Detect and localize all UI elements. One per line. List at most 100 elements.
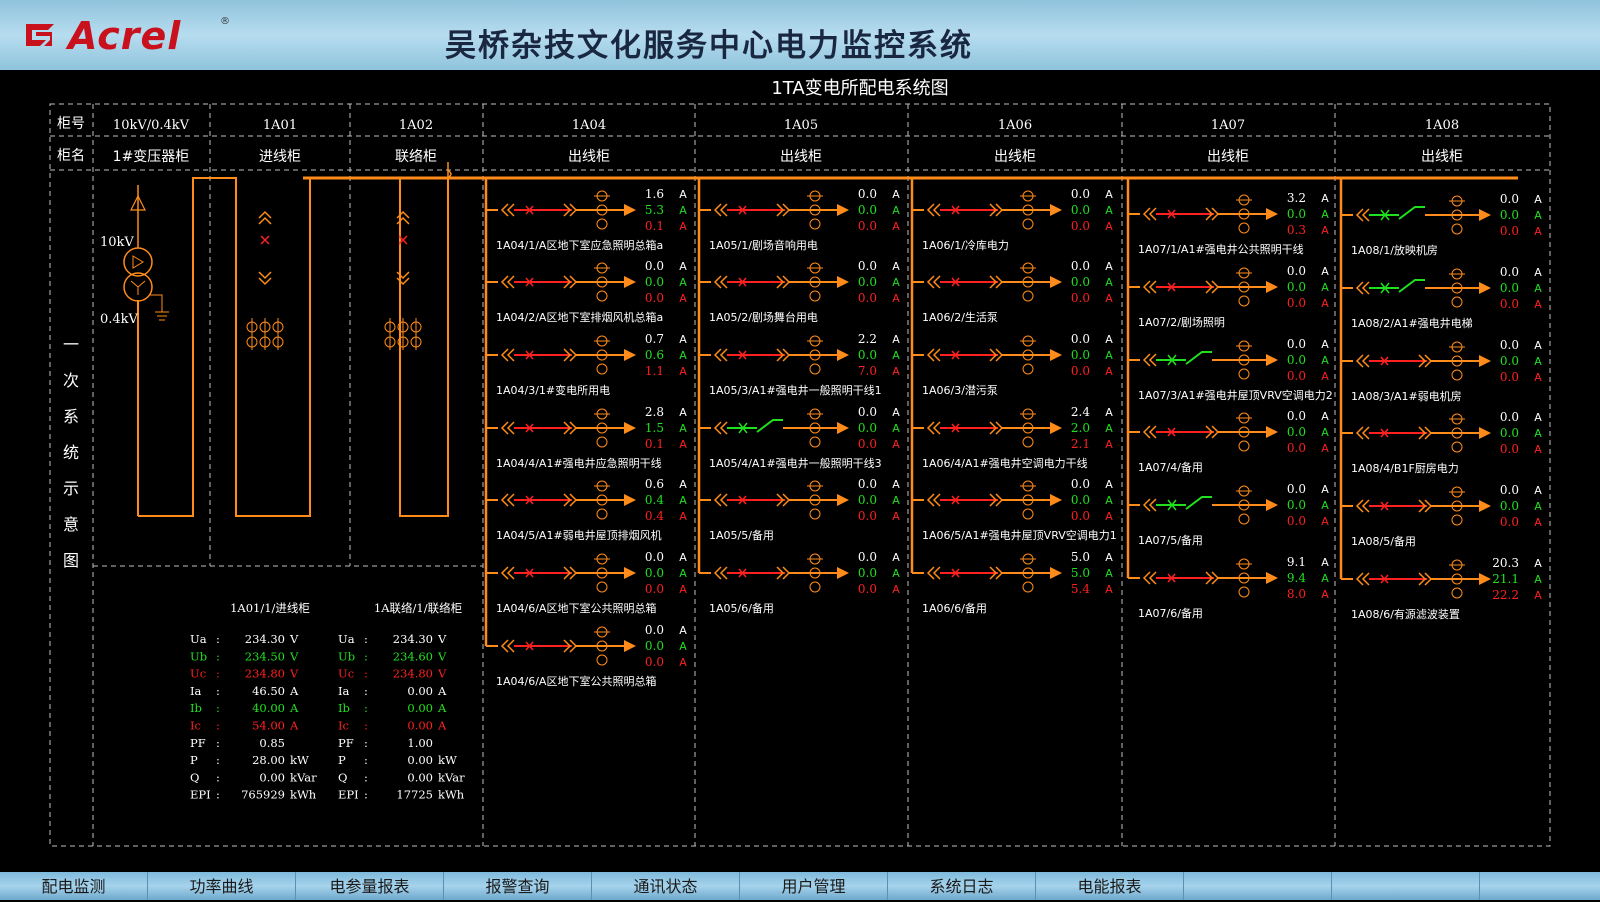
feeder-chevron [1355, 572, 1370, 586]
tab-1[interactable]: 配电监测 [0, 872, 148, 900]
meter-value: 40.00 [252, 701, 285, 715]
acrel-logo-icon [26, 24, 54, 46]
switch-closed-mark [738, 422, 748, 434]
feeder-chevron [713, 421, 728, 435]
feeder-ia: 0.0 [1500, 192, 1519, 206]
ct-icon [1451, 587, 1463, 599]
ct-icon [596, 436, 608, 448]
feeder-ib: 0.0 [1287, 207, 1306, 221]
feeder-ic: 0.0 [1500, 442, 1519, 456]
feeder-unit: A [1534, 193, 1542, 206]
feeder-unit: A [1534, 500, 1542, 513]
feeder-label: 1A07/3/A1#强电井屋顶VRV空调电力2 [1138, 388, 1333, 402]
side-label-char: 系 [63, 407, 79, 426]
app-header: Acrel ® 吴桥杂技文化服务中心电力监控系统 [0, 0, 1600, 70]
meter-unit: A [289, 719, 299, 733]
meter-colon: : [216, 770, 220, 784]
feeder-ic: 0.0 [1071, 219, 1090, 233]
feeder-ic: 0.0 [1287, 514, 1306, 528]
feeder-unit: A [1534, 427, 1542, 440]
switch-closed-mark [1167, 354, 1177, 366]
feeder-ic: 0.0 [645, 655, 664, 669]
feeder-ic: 0.0 [1287, 369, 1306, 383]
ct-icon [1022, 290, 1034, 302]
switch-blade [1185, 351, 1212, 365]
feeder-arrow-icon [624, 494, 636, 506]
feeder-arrow-icon [1050, 204, 1062, 216]
bottom-tab-bar: 配电监测功率曲线电参量报表报警查询通讯状态用户管理系统日志电能报表 [0, 872, 1600, 900]
tab-2[interactable]: 功率曲线 [148, 872, 296, 900]
feeder-ic: 0.0 [1500, 224, 1519, 238]
brand-logo: Acrel ® [24, 14, 230, 58]
switch-blade [1185, 496, 1212, 510]
tab-8[interactable]: 电能报表 [1036, 872, 1184, 900]
feeder-chevron [926, 203, 941, 217]
feeder-chevron [713, 493, 728, 507]
ct-icon [1238, 295, 1250, 307]
meter-unit: V [289, 632, 299, 646]
feeder-ia: 0.0 [1287, 482, 1306, 496]
tab-empty[interactable] [1184, 872, 1332, 900]
tab-empty[interactable] [1332, 872, 1480, 900]
feeder-unit: A [1321, 370, 1329, 383]
feeder-label: 1A05/3/A1#强电井一般照明干线1 [709, 383, 882, 397]
tab-6[interactable]: 用户管理 [740, 872, 888, 900]
feeder-ic: 22.2 [1492, 588, 1519, 602]
feeder-ib: 0.0 [1287, 425, 1306, 439]
meter-unit: V [437, 649, 447, 663]
tab-7[interactable]: 系统日志 [888, 872, 1036, 900]
feeder-ia: 1.6 [645, 187, 664, 201]
ct-icon [1451, 514, 1463, 526]
feeder-unit: A [892, 349, 900, 362]
feeder-ic: 0.1 [645, 437, 664, 451]
meter-value: 0.00 [407, 770, 433, 784]
cabinet-code: 1A02 [399, 118, 433, 133]
meter-value: 234.80 [245, 667, 285, 681]
meter-value: 0.00 [259, 770, 285, 784]
feeder-ib: 9.4 [1287, 571, 1306, 585]
feeder-chevron [500, 639, 515, 653]
feeder-ia: 0.0 [645, 623, 664, 637]
meter-value: 0.00 [407, 719, 433, 733]
feeder-unit: A [892, 438, 900, 451]
switch-blade [756, 419, 783, 433]
ct-icon [1238, 222, 1250, 234]
single-line-diagram: 柜号柜名10kV/0.4kV1#变压器柜1A01进线柜1A02联络柜1A04出线… [49, 103, 1551, 847]
feeder-unit: A [1105, 510, 1113, 523]
side-label-char: 一 [63, 335, 79, 354]
tab-4[interactable]: 报警查询 [444, 872, 592, 900]
feeder-ia: 5.0 [1071, 550, 1090, 564]
tab-3[interactable]: 电参量报表 [296, 872, 444, 900]
feeder-chevron [713, 203, 728, 217]
feeder-unit: A [1534, 339, 1542, 352]
transformer-symbol [132, 255, 144, 269]
ct-icon [1451, 223, 1463, 235]
feeder-arrow-icon [1479, 282, 1491, 294]
feeder-ic: 0.4 [645, 509, 664, 523]
breaker-contact [258, 210, 272, 225]
meter-key: PF [190, 736, 206, 750]
meter-colon: : [216, 753, 220, 767]
feeder-ic: 0.0 [1287, 296, 1306, 310]
switch-open-mark [1167, 282, 1176, 292]
feeder-unit: A [679, 510, 687, 523]
feeder-ib: 0.0 [1287, 280, 1306, 294]
feeder-ic: 8.0 [1287, 587, 1306, 601]
meter-key: Q [190, 770, 199, 784]
feeder-unit: A [1534, 443, 1542, 456]
feeder-unit: A [1321, 515, 1329, 528]
feeder-unit: A [679, 438, 687, 451]
feeder-ia: 0.0 [645, 550, 664, 564]
feeder-ib: 0.0 [1500, 354, 1519, 368]
feeder-unit: A [1105, 567, 1113, 580]
switch-open-mark [738, 495, 747, 505]
feeder-unit: A [1534, 516, 1542, 529]
tab-5[interactable]: 通讯状态 [592, 872, 740, 900]
feeder-unit: A [892, 583, 900, 596]
meter-unit: kVar [438, 770, 465, 784]
feeder-label: 1A08/2/A1#强电井电梯 [1351, 316, 1473, 330]
diagram-title: 1TA变电所配电系统图 [771, 78, 949, 99]
meter-value: 54.00 [252, 719, 285, 733]
feeder-unit: A [1321, 338, 1329, 351]
feeder-ib: 0.0 [858, 348, 877, 362]
